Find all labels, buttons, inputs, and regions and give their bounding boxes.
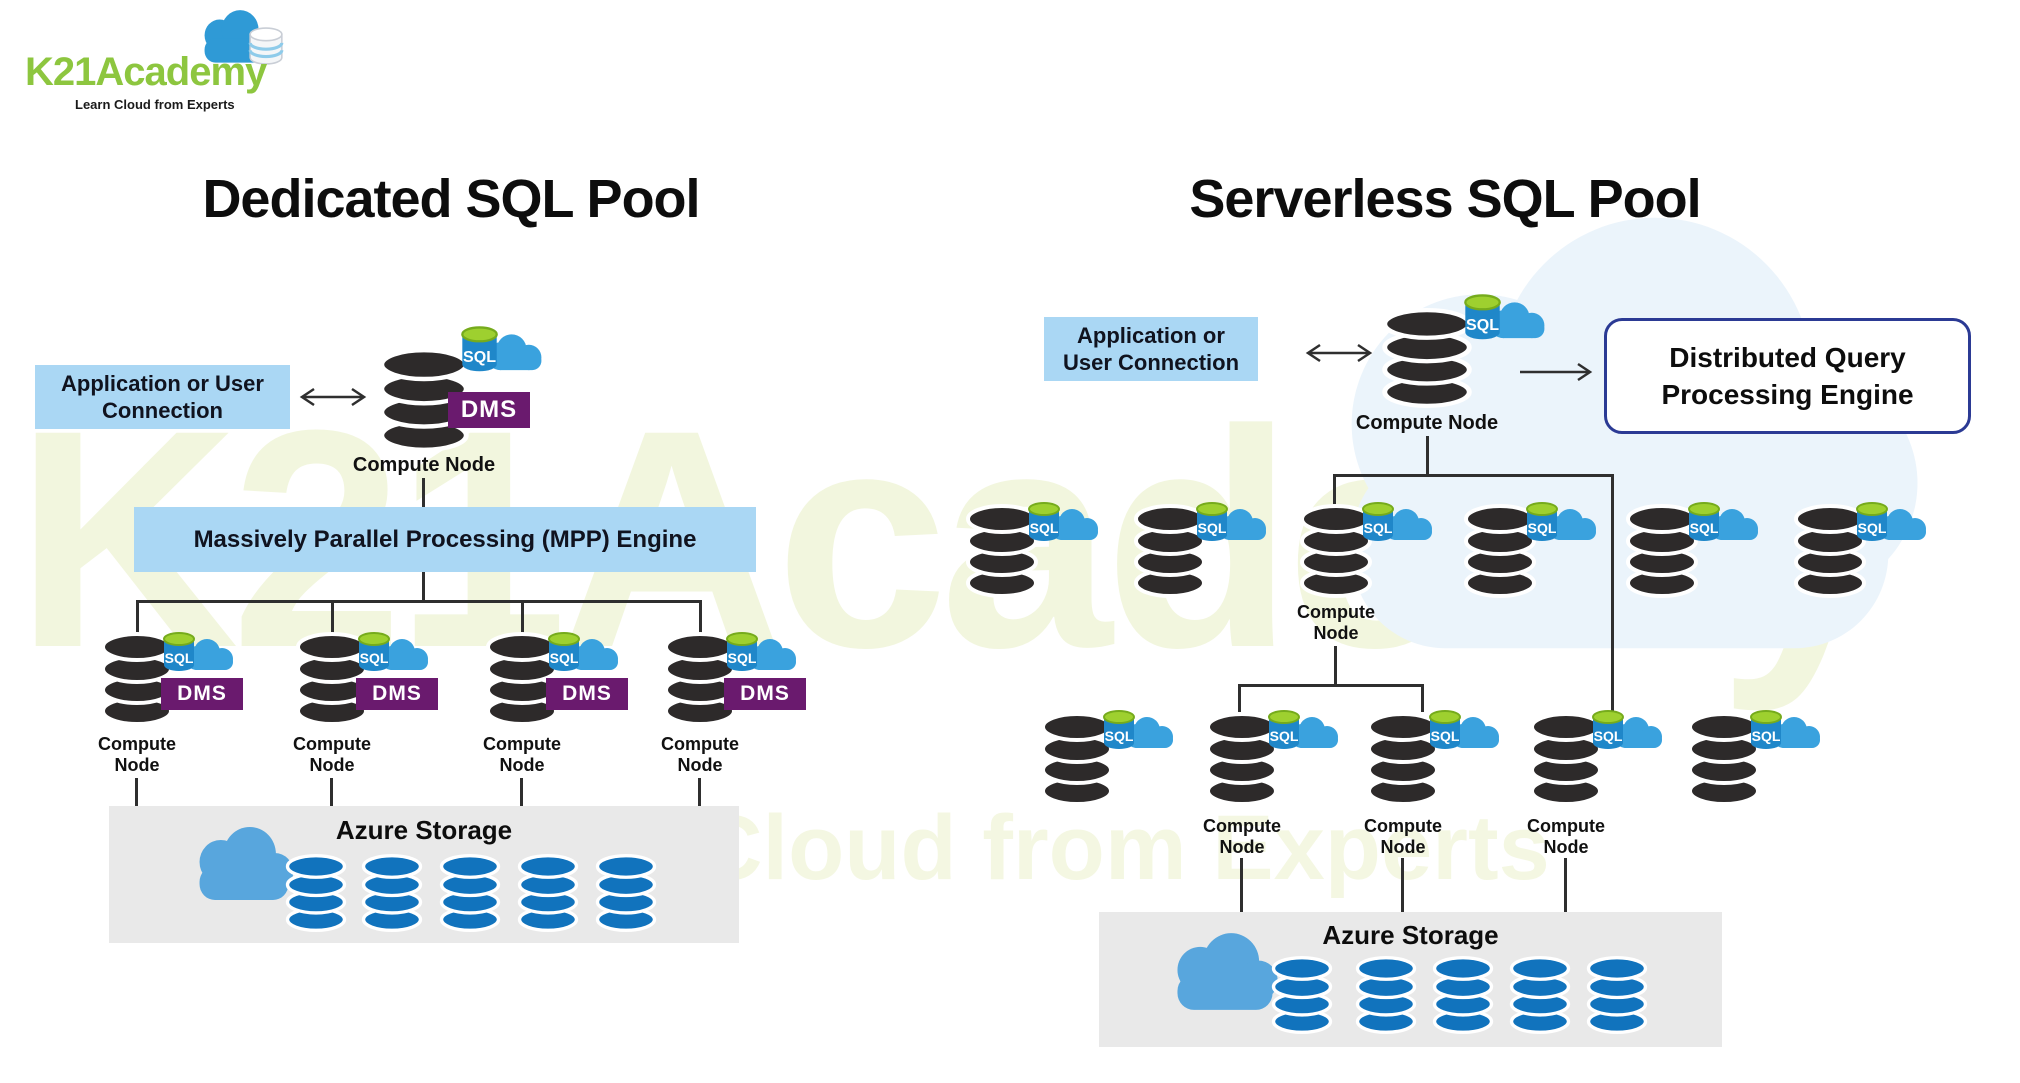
right-row2-node2-label: Compute Node xyxy=(1203,816,1281,857)
right-row2-db4-sql-icon xyxy=(1592,710,1663,750)
left-connector-node-to-engine xyxy=(422,478,425,507)
right-storage-db2-icon xyxy=(1355,956,1417,1034)
logo-brand-text: K21Academy xyxy=(25,50,267,94)
left-top-dms-badge: DMS xyxy=(448,392,530,428)
right-row2-db1-sql-icon xyxy=(1103,710,1174,750)
right-row2-db3-sql-icon xyxy=(1429,710,1500,750)
left-node1-storage-line xyxy=(135,778,138,806)
right-node2-storage-line xyxy=(1240,858,1243,912)
left-tree-stem xyxy=(422,572,425,600)
right-row1-compute-node-label: Compute Node xyxy=(1297,602,1375,643)
right-storage-db5-icon xyxy=(1586,956,1648,1034)
left-node4-sql-icon xyxy=(726,632,797,672)
right-storage-cloud-icon xyxy=(1177,933,1278,1010)
logo-tagline: Learn Cloud from Experts xyxy=(75,97,235,112)
left-node3-storage-line xyxy=(520,778,523,806)
right-row2-db5-sql-icon xyxy=(1750,710,1821,750)
right-tree2-drop-right xyxy=(1421,684,1424,712)
right-row1-db1-sql-icon xyxy=(1028,502,1099,542)
left-azure-storage-title: Azure Storage xyxy=(335,815,513,845)
right-arrow-to-engine xyxy=(1520,362,1593,382)
right-double-arrow xyxy=(1305,343,1373,363)
left-node1-dms-badge: DMS xyxy=(161,678,243,710)
right-tree2-drop-left xyxy=(1238,684,1241,712)
left-mpp-engine-label: Massively Parallel Processing (MPP) Engi… xyxy=(193,526,697,553)
right-row1-db5-sql-icon xyxy=(1688,502,1759,542)
right-storage-db4-icon xyxy=(1509,956,1571,1034)
right-app-connection-box: Application or User Connection xyxy=(1044,317,1258,381)
left-node4-dms-badge: DMS xyxy=(724,678,806,710)
right-app-connection-label: Application or User Connection xyxy=(1062,323,1240,375)
serverless-pool-title: Serverless SQL Pool xyxy=(1189,169,1701,229)
left-tree-drop-1 xyxy=(136,600,139,634)
right-tree1-crossbar xyxy=(1333,474,1614,477)
left-node1-sql-icon xyxy=(163,632,234,672)
left-node1-label: Compute Node xyxy=(98,734,176,775)
left-tree-drop-4 xyxy=(699,600,702,634)
right-tree2-crossbar xyxy=(1238,684,1424,687)
right-storage-db1-icon xyxy=(1271,956,1333,1034)
left-node4-label: Compute Node xyxy=(661,734,739,775)
left-tree-crossbar xyxy=(136,600,702,603)
left-node4-storage-line xyxy=(698,778,701,806)
right-top-sql-icon xyxy=(1464,294,1546,341)
right-row2-node3-label: Compute Node xyxy=(1364,816,1442,857)
right-top-compute-node-label: Compute Node xyxy=(1355,412,1499,434)
left-node2-label: Compute Node xyxy=(293,734,371,775)
right-row1-db3-sql-icon xyxy=(1362,502,1433,542)
right-storage-db3-icon xyxy=(1432,956,1494,1034)
left-storage-db2-icon xyxy=(361,854,423,932)
right-node3-storage-line xyxy=(1401,858,1404,912)
left-app-connection-label: Application or User Connection xyxy=(61,371,264,423)
left-node3-label: Compute Node xyxy=(483,734,561,775)
left-storage-db5-icon xyxy=(595,854,657,932)
right-tree1-drop-left xyxy=(1333,474,1336,504)
right-tree1-stem xyxy=(1426,436,1429,474)
right-azure-storage-title: Azure Storage xyxy=(1322,920,1499,950)
right-row1-db6-sql-icon xyxy=(1856,502,1927,542)
left-storage-db3-icon xyxy=(439,854,501,932)
left-tree-drop-3 xyxy=(521,600,524,634)
left-top-compute-node-label: Compute Node xyxy=(352,454,496,476)
right-node4-storage-line xyxy=(1564,858,1567,912)
right-row1-db2-sql-icon xyxy=(1196,502,1267,542)
left-tree-drop-2 xyxy=(331,600,334,634)
left-app-connection-box: Application or User Connection xyxy=(35,365,290,429)
right-tree2-stem xyxy=(1334,646,1337,684)
left-node2-storage-line xyxy=(330,778,333,806)
logo: K21Academy Learn Cloud from Experts xyxy=(20,5,300,112)
left-double-arrow xyxy=(299,387,367,407)
right-distributed-query-engine-label: Distributed Query Processing Engine xyxy=(1661,342,1914,410)
right-row2-node4-label: Compute Node xyxy=(1527,816,1605,857)
right-row1-db4-sql-icon xyxy=(1526,502,1597,542)
left-node3-dms-badge: DMS xyxy=(546,678,628,710)
left-top-sql-icon xyxy=(461,326,543,373)
left-node2-sql-icon xyxy=(358,632,429,672)
right-tree1-drop-right-long xyxy=(1611,474,1614,714)
left-node2-dms-badge: DMS xyxy=(356,678,438,710)
right-distributed-query-engine-box: Distributed Query Processing Engine xyxy=(1604,318,1971,434)
right-row2-db2-sql-icon xyxy=(1268,710,1339,750)
left-node3-sql-icon xyxy=(548,632,619,672)
left-mpp-engine-box: Massively Parallel Processing (MPP) Engi… xyxy=(134,507,756,572)
dedicated-pool-title: Dedicated SQL Pool xyxy=(202,169,700,229)
left-storage-db1-icon xyxy=(285,854,347,932)
left-storage-db4-icon xyxy=(517,854,579,932)
